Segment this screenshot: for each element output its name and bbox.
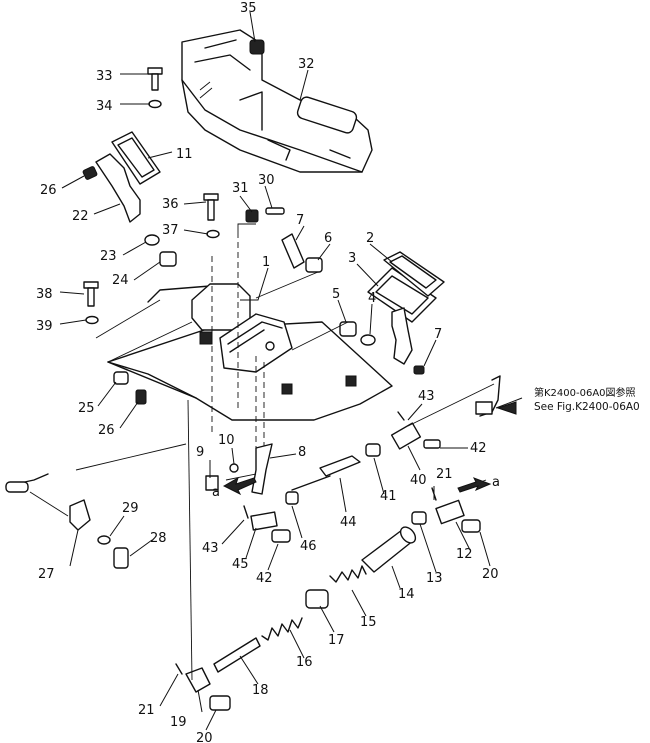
- pedal-arm-left: [82, 153, 160, 246]
- callout-label: 14: [398, 587, 415, 602]
- bolt-icon: [147, 67, 163, 109]
- callout-label: 22: [72, 209, 89, 224]
- callout-label: 2: [366, 231, 374, 246]
- callout-label: 12: [456, 547, 473, 562]
- callout-label: 21: [138, 703, 155, 718]
- callout-label: 44: [340, 515, 357, 530]
- pedal-pad-left: [111, 131, 161, 185]
- callout-label: 42: [470, 441, 487, 456]
- callout-label: a: [492, 475, 500, 490]
- callout-label: 43: [418, 389, 435, 404]
- callout-label: 18: [252, 683, 269, 698]
- leader-lines: [59, 11, 523, 731]
- callout-label: 28: [150, 531, 167, 546]
- callout-label: 34: [96, 99, 113, 114]
- callout-label: 23: [100, 249, 117, 264]
- callout-label: 7: [296, 213, 304, 228]
- callout-label: 4: [368, 291, 376, 306]
- callout-label: 5: [332, 287, 340, 302]
- callout-label: 25: [78, 401, 95, 416]
- callout-label: 33: [96, 69, 113, 84]
- callout-label: 46: [300, 539, 317, 554]
- callout-label: 11: [176, 147, 193, 162]
- callout-label: a: [212, 485, 220, 500]
- callout-label: 9: [196, 445, 204, 460]
- callout-label: 43: [202, 541, 219, 556]
- callout-label: 26: [98, 423, 115, 438]
- cover-part: [181, 29, 373, 173]
- callout-label: 17: [328, 633, 345, 648]
- callout-label: 16: [296, 655, 313, 670]
- valve-body: [191, 283, 357, 395]
- callout-label: 30: [258, 173, 275, 188]
- callout-label: 45: [232, 557, 249, 572]
- callout-label: 32: [298, 57, 315, 72]
- callout-label: 38: [36, 287, 53, 302]
- reference-note-en: See Fig.K2400-06A0: [534, 401, 640, 413]
- callout-label: 40: [410, 473, 427, 488]
- callout-label: 1: [262, 255, 270, 270]
- callout-label: 29: [122, 501, 139, 516]
- reference-note-jp: 第K2400-06A0図参照: [534, 386, 636, 399]
- callout-label: 24: [112, 273, 129, 288]
- callout-label: 10: [218, 433, 235, 448]
- callout-label: 20: [482, 567, 499, 582]
- callout-label: 41: [380, 489, 397, 504]
- callout-label: 39: [36, 319, 53, 334]
- pedal-pad-right: [367, 251, 445, 323]
- callout-label: 13: [426, 571, 443, 586]
- callout-label: 21: [436, 467, 453, 482]
- callout-label: 27: [38, 567, 55, 582]
- callout-label: 19: [170, 715, 187, 730]
- callout-label: 42: [256, 571, 273, 586]
- callout-label: 31: [232, 181, 249, 196]
- callout-label: 36: [162, 197, 179, 212]
- callout-labels: 35 32 33 34 11 26 22 23 36 31 30 37 7 6 …: [36, 1, 500, 743]
- pedal-arm-right: [360, 307, 425, 375]
- callout-label: 6: [324, 231, 332, 246]
- callout-label: 35: [240, 1, 257, 16]
- callout-label: 20: [196, 731, 213, 743]
- callout-label: 3: [348, 251, 356, 266]
- callout-label: 37: [162, 223, 179, 238]
- callout-label: 26: [40, 183, 57, 198]
- callout-label: 7: [434, 327, 442, 342]
- reference-note: 第K2400-06A0図参照 See Fig.K2400-06A0: [534, 386, 640, 413]
- callout-label: 8: [298, 445, 306, 460]
- nut-icon: [249, 39, 265, 55]
- callout-label: 15: [360, 615, 377, 630]
